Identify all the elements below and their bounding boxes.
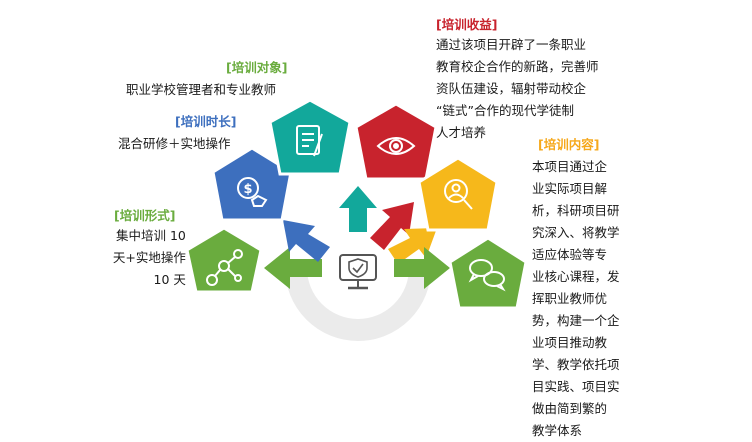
content-title: [培训内容]: [538, 137, 600, 152]
format-line: 10 天: [153, 272, 186, 287]
benefit-title: [培训收益]: [436, 17, 498, 32]
pentagon-green-right: [448, 236, 528, 310]
content-line: 目实践、项目实: [532, 379, 620, 394]
arrow-blue: [283, 220, 330, 262]
benefit-text: 通过该项目开辟了一条职业 教育校企合作的新路，完善师 资队伍建设，辐射带动校企 …: [436, 34, 599, 144]
format-text: 集中培训 10 天+实地操作 10 天: [108, 225, 186, 291]
search-person-icon: [444, 179, 473, 210]
eye-icon: [376, 137, 416, 155]
content-line: 做由简到繁的: [532, 401, 608, 416]
document-pen-icon: [296, 125, 323, 157]
pentagon-yellow: [417, 156, 499, 232]
network-nodes-icon: [206, 249, 243, 286]
arrow-green-right: [394, 247, 450, 289]
arrow-red: [370, 202, 414, 250]
chat-bubbles-icon: [468, 259, 506, 292]
pentagon-red: [354, 102, 438, 181]
target-text: 职业学校管理者和专业教师: [126, 82, 277, 97]
target-title: [培训对象]: [226, 60, 288, 75]
content-line: 业核心课程，发: [532, 269, 620, 284]
content-line: 势，构建一个企: [532, 313, 620, 328]
arrow-teal: [339, 186, 377, 232]
pentagon-teal: [268, 98, 352, 176]
format-line: 天+实地操作: [112, 250, 186, 265]
money-hand-icon: $: [237, 177, 268, 207]
benefit-line: 通过该项目开辟了一条职业: [436, 37, 587, 52]
benefit-line: 人才培养: [436, 125, 487, 140]
content-line: 本项目通过企: [532, 159, 608, 174]
base-ring: [285, 267, 431, 341]
arrow-green-left: [264, 247, 322, 289]
content-line: 析，科研项目研: [532, 203, 620, 218]
content-line: 究深入、将教学: [532, 225, 620, 240]
format-line: 集中培训 10: [116, 228, 186, 243]
benefit-line: 教育校企合作的新路，完善师: [436, 59, 599, 74]
content-line: 学、教学依托项: [532, 357, 620, 372]
duration-title: [培训时长]: [175, 114, 237, 129]
content-line: 业项目推动教: [532, 335, 608, 350]
content-line: 适应体验等专: [532, 247, 608, 262]
pentagon-green-left: [185, 226, 263, 294]
benefit-line: “链式”合作的现代学徒制: [436, 103, 574, 118]
svg-text:$: $: [243, 182, 252, 197]
monitor-check-icon: [339, 254, 377, 290]
duration-text: 混合研修＋实地操作: [118, 136, 231, 151]
content-line: 教学体系: [532, 423, 583, 438]
benefit-line: 资队伍建设，辐射带动校企: [436, 81, 587, 96]
format-title: [培训形式]: [114, 208, 176, 223]
content-text: 本项目通过企 业实际项目解 析，科研项目研 究深入、将教学 适应体验等专 业核心…: [532, 156, 620, 442]
content-line: 挥职业教师优: [532, 291, 608, 306]
content-line: 业实际项目解: [532, 181, 608, 196]
